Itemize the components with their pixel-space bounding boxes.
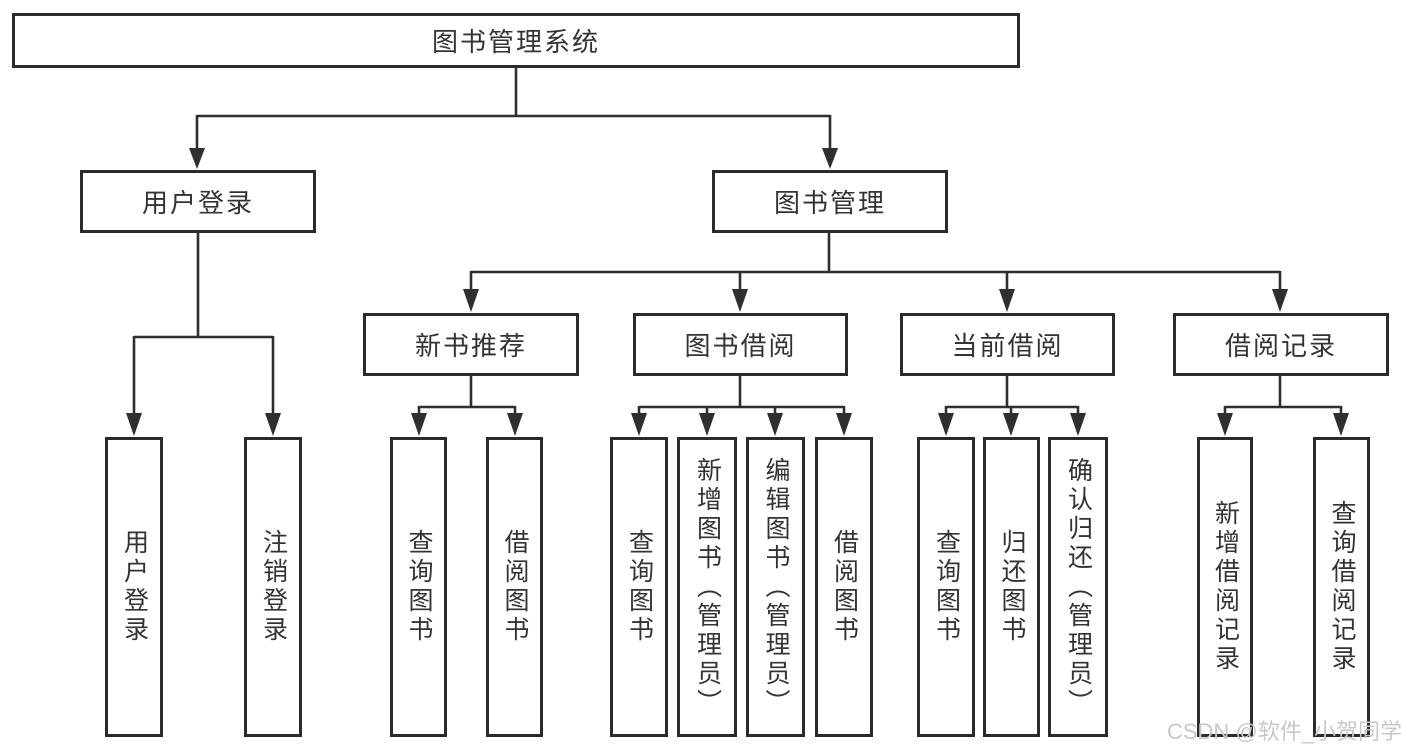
connector-root-to-level2 <box>189 68 838 169</box>
leaf-book-borrow-borrow-book-label: 借阅图书 <box>830 529 859 645</box>
leaf-new-book-borrow-book: 借阅图书 <box>486 437 543 737</box>
leaf-book-borrow-edit-book-admin: 编辑图书（管理员） <box>746 437 805 737</box>
leaf-logout-label: 注销登录 <box>259 529 288 645</box>
leaf-current-borrow-return-book-label: 归还图书 <box>998 529 1026 645</box>
leaf-current-borrow-query-book-label: 查询图书 <box>932 529 961 645</box>
leaf-new-book-borrow-book-label: 借阅图书 <box>501 529 529 645</box>
node-borrow-record: 借阅记录 <box>1173 313 1389 376</box>
leaf-borrow-record-add-record: 新增借阅记录 <box>1197 437 1253 737</box>
leaf-book-borrow-add-book-admin: 新增图书（管理员） <box>677 437 737 737</box>
connector-book-management-to-level3 <box>463 233 1288 312</box>
connector-new-book-recommend-to-leaves <box>411 376 523 436</box>
node-book-borrow: 图书借阅 <box>633 313 848 376</box>
leaf-current-borrow-confirm-return-admin: 确认归还（管理员） <box>1048 437 1108 737</box>
connector-borrow-record-to-leaves <box>1217 376 1349 436</box>
node-new-book-recommend: 新书推荐 <box>363 313 579 376</box>
leaf-current-borrow-confirm-return-admin-label: 确认归还（管理员） <box>1064 456 1093 718</box>
leaf-book-borrow-edit-book-admin-label: 编辑图书（管理员） <box>762 456 790 718</box>
leaf-new-book-query-book-label: 查询图书 <box>405 529 433 645</box>
connector-user-login-to-leaves <box>126 233 281 436</box>
leaf-new-book-query-book: 查询图书 <box>390 437 447 737</box>
leaf-borrow-record-add-record-label: 新增借阅记录 <box>1211 500 1240 674</box>
connector-book-borrow-to-leaves <box>631 376 852 436</box>
leaf-current-borrow-return-book: 归还图书 <box>983 437 1040 737</box>
leaf-user-login: 用户登录 <box>105 437 163 737</box>
connector-current-borrow-to-leaves <box>938 376 1086 436</box>
leaf-logout: 注销登录 <box>244 437 302 737</box>
node-current-borrow: 当前借阅 <box>900 313 1115 376</box>
leaf-book-borrow-borrow-book: 借阅图书 <box>815 437 873 737</box>
leaf-user-login-label: 用户登录 <box>120 529 149 645</box>
csdn-watermark: CSDN @软件_小贺同学 <box>1166 719 1402 744</box>
node-book-management: 图书管理 <box>712 170 948 233</box>
leaf-book-borrow-add-book-admin-label: 新增图书（管理员） <box>693 456 722 718</box>
leaf-borrow-record-query-record-label: 查询借阅记录 <box>1328 500 1356 674</box>
leaf-book-borrow-query-book-label: 查询图书 <box>625 529 654 645</box>
leaf-current-borrow-query-book: 查询图书 <box>917 437 975 737</box>
leaf-borrow-record-query-record: 查询借阅记录 <box>1313 437 1370 737</box>
leaf-book-borrow-query-book: 查询图书 <box>610 437 668 737</box>
node-root-library-management-system: 图书管理系统 <box>12 13 1020 68</box>
node-user-login: 用户登录 <box>80 170 316 233</box>
